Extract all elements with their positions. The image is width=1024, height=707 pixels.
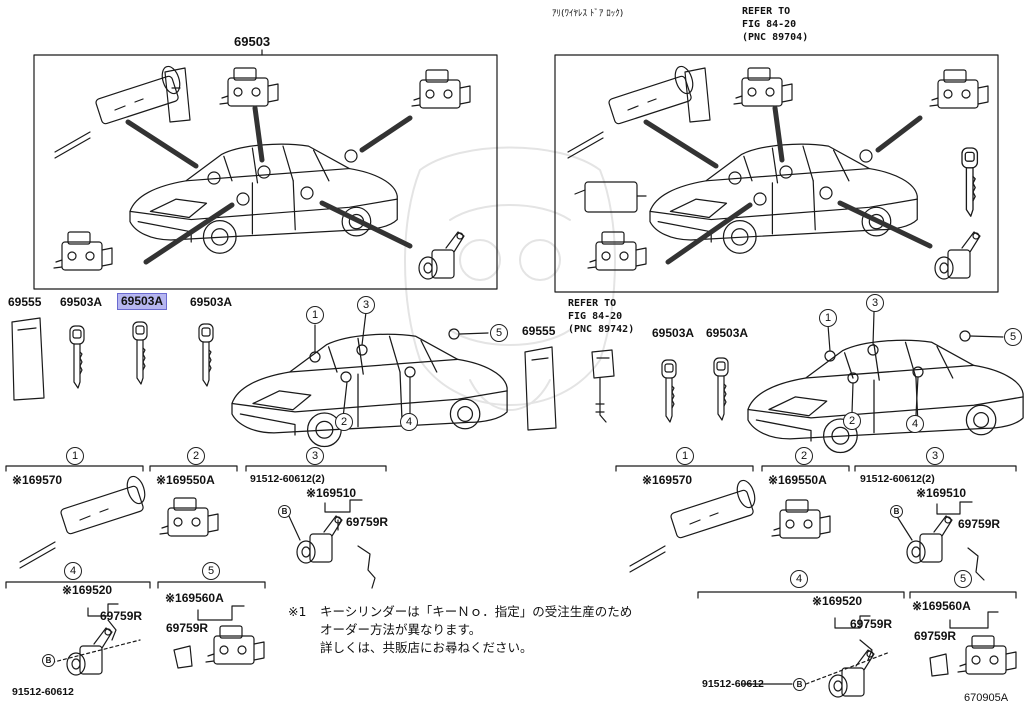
refer-line-3-right[interactable]: (PNC 89742) <box>568 324 635 335</box>
refer-line-1[interactable]: REFER TO <box>742 6 791 17</box>
part-label-69555[interactable]: 69555 <box>8 295 42 309</box>
wireless-door-lock-label: ｱﾘ(ﾜｲﾔﾚｽ ﾄﾞｱ ﾛｯｸ) <box>552 9 624 19</box>
bolt-91512-60612-right[interactable]: 91512-60612 <box>702 678 764 690</box>
refer-line-3[interactable]: (PNC 89704) <box>742 32 809 43</box>
callout-3-right[interactable]: 3 <box>866 294 884 312</box>
part-69759r-box4[interactable]: 69759R <box>100 609 143 623</box>
callout-4-right[interactable]: 4 <box>906 415 924 433</box>
callout-5-right[interactable]: 5 <box>1004 328 1022 346</box>
callout-1[interactable]: 1 <box>306 306 324 324</box>
bolt-91512-60612-2-right[interactable]: 91512-60612(2) <box>860 473 935 485</box>
part-69759r-box4-right[interactable]: 69759R <box>850 617 893 631</box>
bolt-91512-60612-2[interactable]: 91512-60612(2) <box>250 473 325 485</box>
part-169570[interactable]: ※169570 <box>12 473 63 487</box>
part-169560a-right[interactable]: ※169560A <box>912 599 971 613</box>
footnote-line-1: キーシリンダーは「キーＮｏ．指定」の受注生産のため <box>320 604 633 619</box>
footnote-marker: ※1 <box>288 604 307 619</box>
part-label-69503a-right-2[interactable]: 69503A <box>706 326 749 340</box>
bolt-marker-b[interactable]: B <box>278 505 291 518</box>
group-num-3[interactable]: 3 <box>306 447 324 465</box>
callout-3[interactable]: 3 <box>357 296 375 314</box>
part-169520[interactable]: ※169520 <box>62 583 113 597</box>
group-num-2-right[interactable]: 2 <box>795 447 813 465</box>
callout-4[interactable]: 4 <box>400 413 418 431</box>
part-169510-right[interactable]: ※169510 <box>916 486 967 500</box>
footnote-line-2: オーダー方法が異なります。 <box>320 622 482 637</box>
part-169520-right[interactable]: ※169520 <box>812 594 863 608</box>
part-169570-right[interactable]: ※169570 <box>642 473 693 487</box>
group-num-4[interactable]: 4 <box>64 562 82 580</box>
part-169550a[interactable]: ※169550A <box>156 473 215 487</box>
refer-line-2-right[interactable]: FIG 84-20 <box>568 311 623 322</box>
assembly-label-69503[interactable]: 69503 <box>234 34 271 49</box>
part-169510[interactable]: ※169510 <box>306 486 357 500</box>
group-num-1-right[interactable]: 1 <box>676 447 694 465</box>
bolt-marker-b-right[interactable]: B <box>890 505 903 518</box>
callout-5[interactable]: 5 <box>490 324 508 342</box>
part-169560a[interactable]: ※169560A <box>165 591 224 605</box>
group-num-3-right[interactable]: 3 <box>926 447 944 465</box>
callout-2-right[interactable]: 2 <box>843 412 861 430</box>
bolt-marker-b-box4-right[interactable]: B <box>793 678 806 691</box>
callout-2[interactable]: 2 <box>335 413 353 431</box>
bolt-marker-b-box4[interactable]: B <box>42 654 55 667</box>
part-label-69555-right[interactable]: 69555 <box>522 324 556 338</box>
part-69759r[interactable]: 69759R <box>346 515 389 529</box>
refer-line-2[interactable]: FIG 84-20 <box>742 19 797 30</box>
part-69759r-box5-right[interactable]: 69759R <box>914 629 957 643</box>
group-num-1[interactable]: 1 <box>66 447 84 465</box>
callout-5-bottom-right[interactable]: 5 <box>954 570 972 588</box>
group-num-4-right[interactable]: 4 <box>790 570 808 588</box>
part-169550a-right[interactable]: ※169550A <box>768 473 827 487</box>
bolt-91512-60612[interactable]: 91512-60612 <box>12 686 74 698</box>
part-label-69503a-highlighted[interactable]: 69503A <box>116 293 168 310</box>
refer-line-1-right[interactable]: REFER TO <box>568 298 617 309</box>
part-69759r-right[interactable]: 69759R <box>958 517 1001 531</box>
group-num-2[interactable]: 2 <box>187 447 205 465</box>
callout-1-right[interactable]: 1 <box>819 309 837 327</box>
part-label-69503a-right-1[interactable]: 69503A <box>652 326 695 340</box>
footnote-line-3: 詳しくは、共販店にお尋ねください。 <box>320 640 533 655</box>
part-label-69503a-3[interactable]: 69503A <box>190 295 233 309</box>
part-label-69503a-1[interactable]: 69503A <box>60 295 103 309</box>
group-num-5[interactable]: 5 <box>202 562 220 580</box>
figure-code: 670905A <box>964 692 1009 704</box>
part-69759r-box5[interactable]: 69759R <box>166 621 209 635</box>
